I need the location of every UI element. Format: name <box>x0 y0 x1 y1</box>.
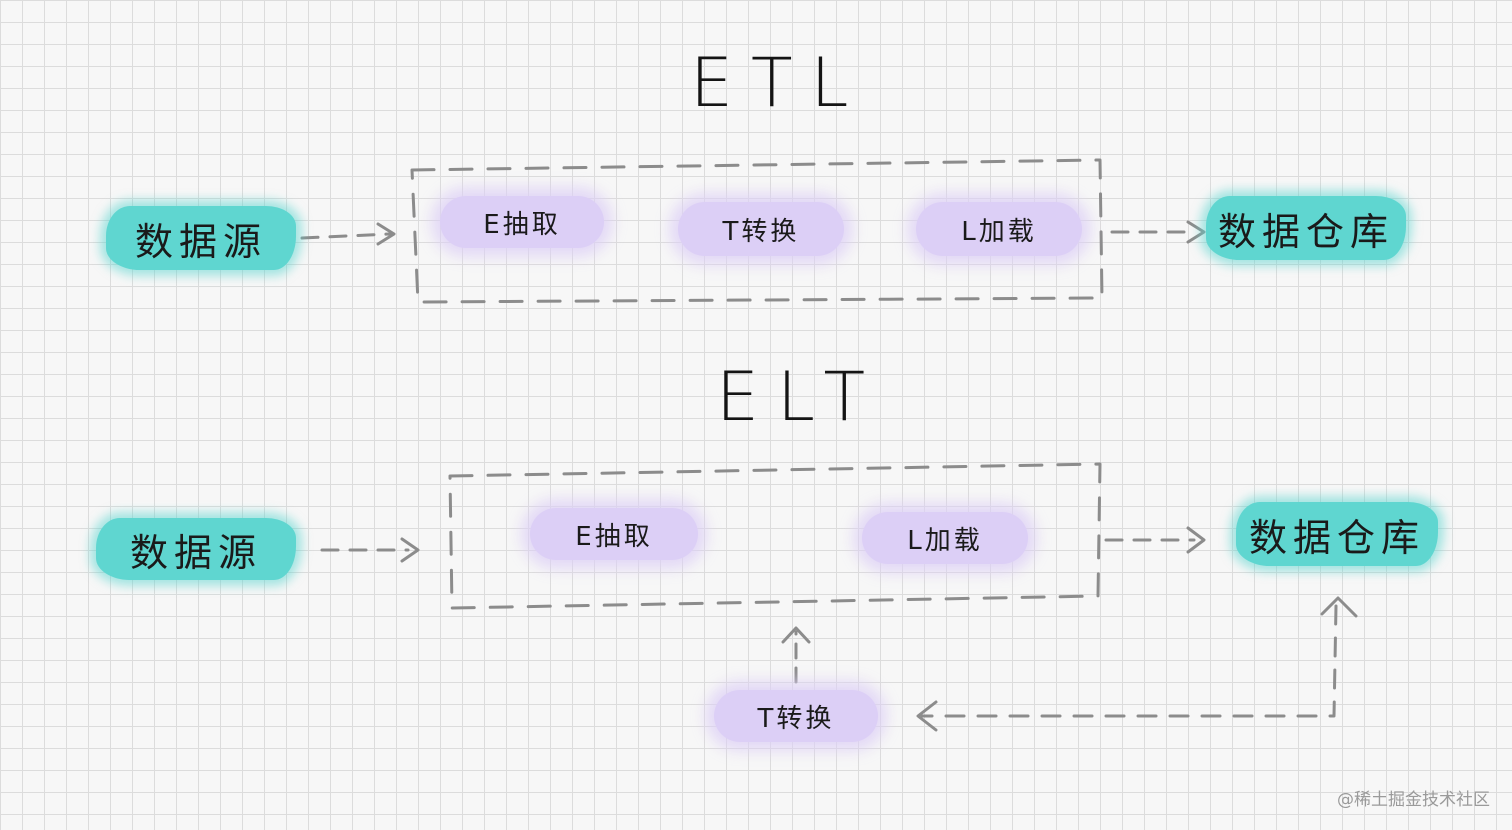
elt-target-node: 数据仓库 <box>1236 502 1438 566</box>
elt-arrowhead-target <box>1186 526 1206 554</box>
elt-arrowhead-transform-up <box>781 626 811 644</box>
etl-arrowhead-box <box>376 222 396 246</box>
elt-arrow-target-to-transform <box>920 604 1338 718</box>
elt-source-node: 数据源 <box>96 518 296 580</box>
etl-load-label: L加载 <box>961 216 1037 247</box>
etl-extract-node: E抽取 <box>440 196 604 248</box>
elt-title: ELT <box>716 358 884 437</box>
etl-source-node: 数据源 <box>106 206 296 270</box>
etl-extract-label: E抽取 <box>483 209 561 240</box>
elt-source-label: 数据源 <box>129 530 262 575</box>
etl-transform-label: T转换 <box>722 216 800 247</box>
etl-process-box <box>410 158 1104 304</box>
elt-extract-node: E抽取 <box>530 508 698 560</box>
watermark: @稀土掘金技术社区 <box>1337 790 1490 810</box>
elt-process-box <box>448 462 1102 610</box>
etl-title: ETL <box>690 44 867 123</box>
etl-load-node: L加载 <box>916 202 1082 256</box>
elt-arrowhead-target-up <box>1320 596 1358 618</box>
etl-target-label: 数据仓库 <box>1217 209 1394 254</box>
elt-extract-label: E抽取 <box>575 521 653 552</box>
etl-target-node: 数据仓库 <box>1206 196 1406 260</box>
elt-load-label: L加载 <box>907 525 983 556</box>
elt-arrowhead-box <box>400 537 420 563</box>
etl-transform-node: T转换 <box>678 202 844 256</box>
etl-arrowhead-target <box>1186 220 1206 244</box>
etl-source-label: 数据源 <box>134 219 267 264</box>
elt-target-label: 数据仓库 <box>1248 515 1425 560</box>
etl-arrow-source-to-box <box>300 232 392 240</box>
elt-transform-label: T转换 <box>757 703 835 734</box>
elt-transform-node: T转换 <box>714 690 878 742</box>
elt-load-node: L加载 <box>862 512 1028 564</box>
elt-arrowhead-transform-left <box>916 700 938 732</box>
